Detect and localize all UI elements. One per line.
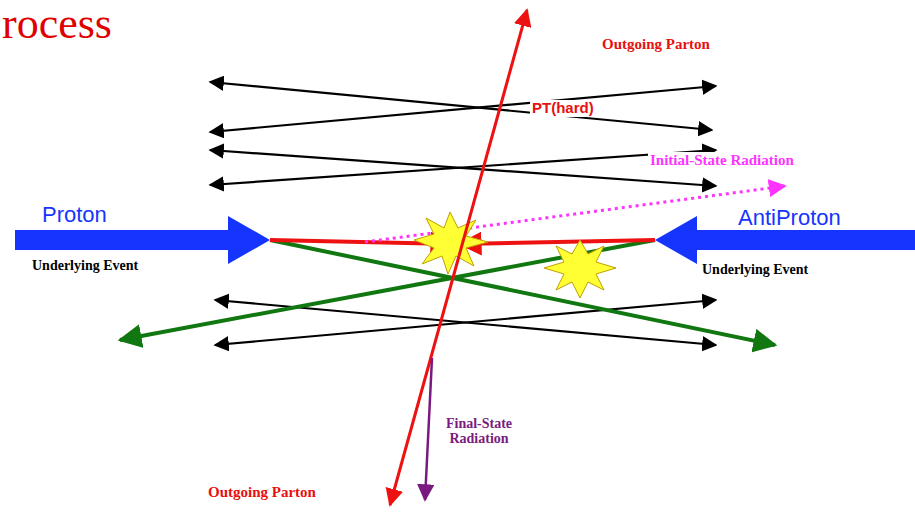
collision-star: [544, 240, 616, 298]
diagram-label: Outgoing Parton: [206, 484, 318, 501]
diagram-label: AntiProton: [738, 206, 841, 230]
fsr-arrow: [425, 358, 432, 500]
green-arrow: [120, 240, 655, 340]
diagram-label: Final-State Radiation: [438, 416, 520, 447]
outgoing-parton-arrow: [459, 10, 527, 256]
title: rocess: [2, 0, 112, 48]
collision-star: [414, 212, 488, 274]
green-arrow: [270, 240, 775, 345]
diagram-label: Proton: [42, 203, 107, 227]
diagram-label: Outgoing Parton: [600, 36, 712, 53]
diagram-label: Underlying Event: [700, 262, 810, 277]
outgoing-parton-arrow: [390, 256, 459, 505]
underlying-arrows: [210, 82, 716, 345]
diagram-label: Initial-State Radiation: [648, 152, 796, 169]
diagram-label: Underlying Event: [30, 258, 140, 273]
diagram-label: PT(hard): [530, 100, 596, 117]
